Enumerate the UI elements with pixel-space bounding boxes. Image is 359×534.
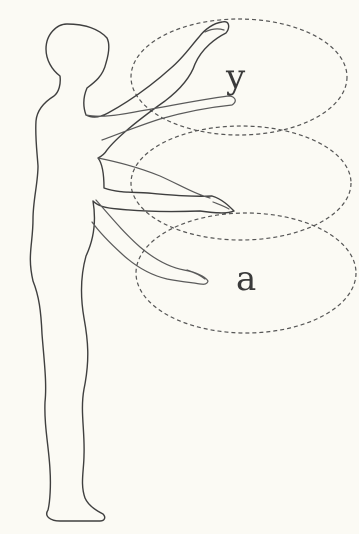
label-a: a [236,259,256,299]
human-figure-outline [30,22,234,521]
hand-detail-upper [205,29,224,32]
hand-detail-middle [213,202,229,209]
arm-position-horizontal [98,158,210,198]
label-y: y [225,57,246,97]
hand-detail-lower [187,270,205,279]
arm-position-upper-reach [86,96,235,140]
zone-middle [131,126,351,240]
